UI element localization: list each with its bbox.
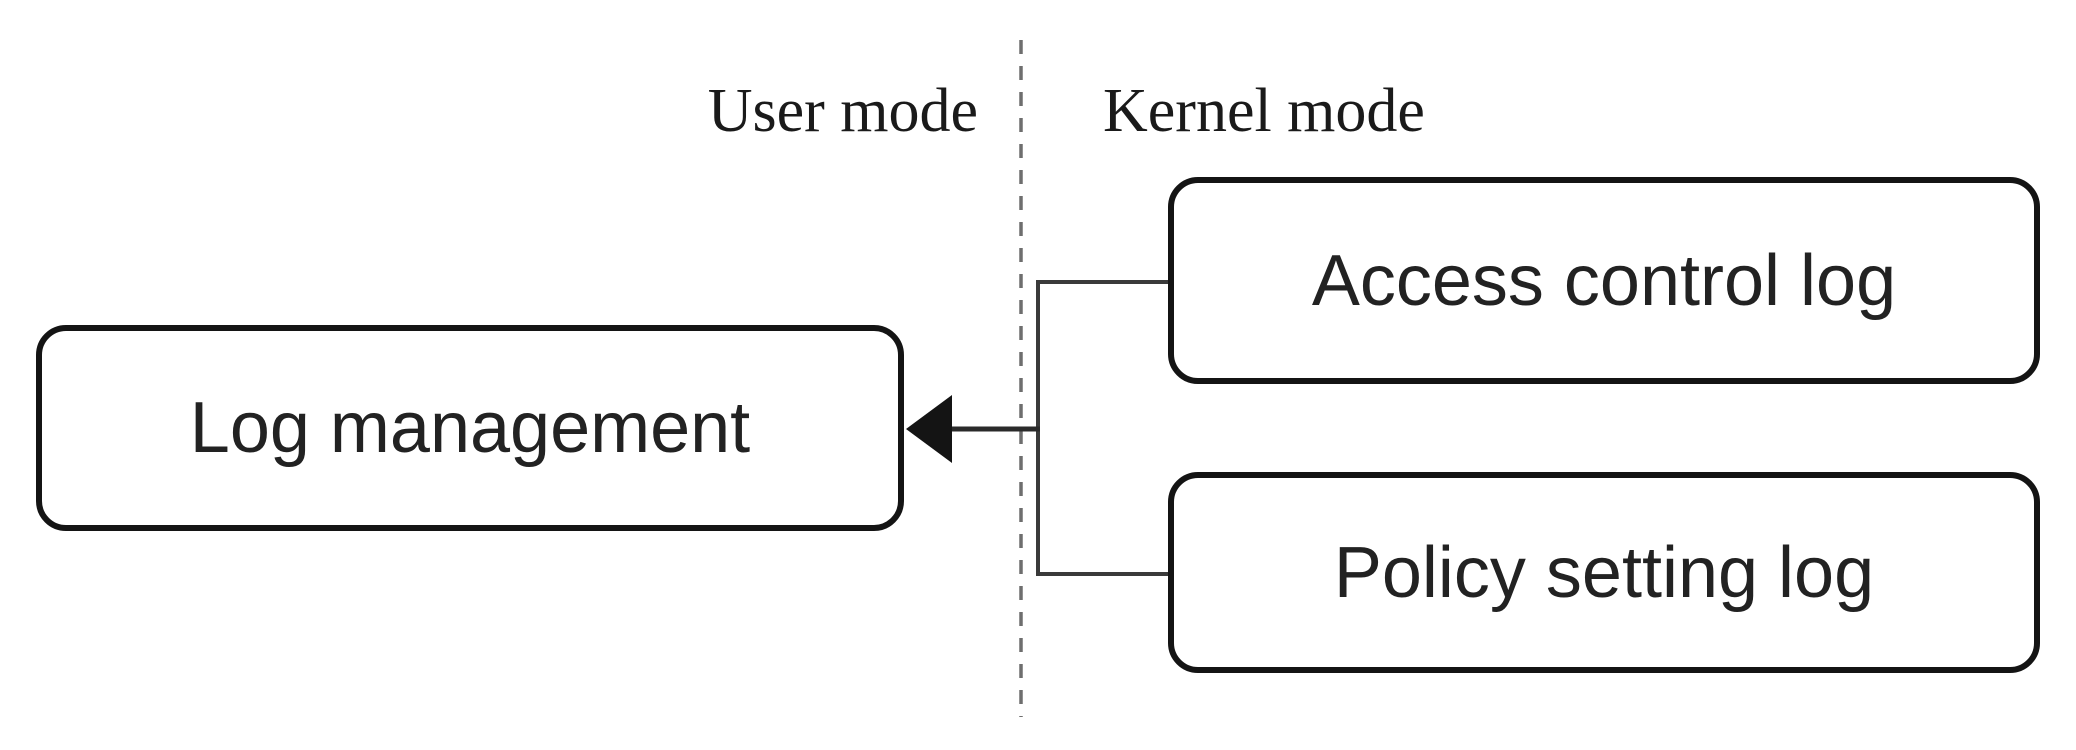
lane-label-user-mode: User mode: [707, 77, 978, 145]
node-log-management-label: Log management: [189, 388, 751, 468]
node-access-control-log-label: Access control log: [1311, 240, 1897, 321]
node-access-control-log: Access control log: [1168, 177, 2040, 384]
node-policy-setting-log: Policy setting log: [1168, 472, 2040, 673]
node-log-management: Log management: [36, 325, 904, 531]
lane-label-kernel-mode: Kernel mode: [1103, 77, 1425, 145]
arrowhead-left-icon: [906, 395, 952, 463]
node-policy-setting-log-label: Policy setting log: [1333, 532, 1875, 613]
